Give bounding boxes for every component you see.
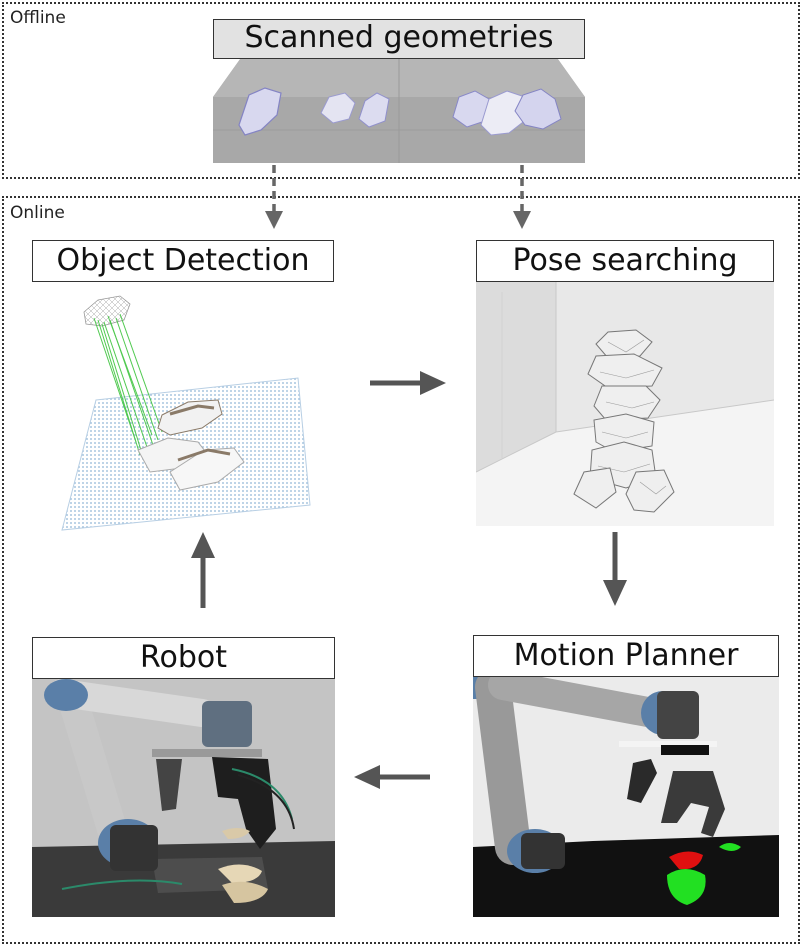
scanned-geometries-image: [213, 55, 585, 163]
scanned-geometries-title: Scanned geometries: [213, 19, 585, 59]
offline-region: [2, 2, 800, 179]
robot-image: [32, 679, 335, 917]
pose-searching-title: Pose searching: [476, 240, 774, 282]
arrow-icon: [370, 371, 446, 395]
arrow-icon: [191, 532, 215, 608]
arrow-icon: [354, 765, 430, 789]
pose-searching-image: [476, 282, 774, 526]
object-detection-image: [58, 290, 338, 540]
motion-planner-image: [473, 677, 779, 917]
online-label: Online: [10, 203, 65, 223]
dashed-arrow-icon: [513, 165, 531, 229]
offline-label: Offline: [10, 8, 66, 28]
dashed-arrow-icon: [265, 165, 283, 229]
robot-title: Robot: [32, 637, 335, 679]
arrow-icon: [603, 532, 627, 606]
motion-planner-title: Motion Planner: [473, 635, 779, 677]
object-detection-title: Object Detection: [32, 240, 334, 282]
online-region: [2, 196, 800, 944]
